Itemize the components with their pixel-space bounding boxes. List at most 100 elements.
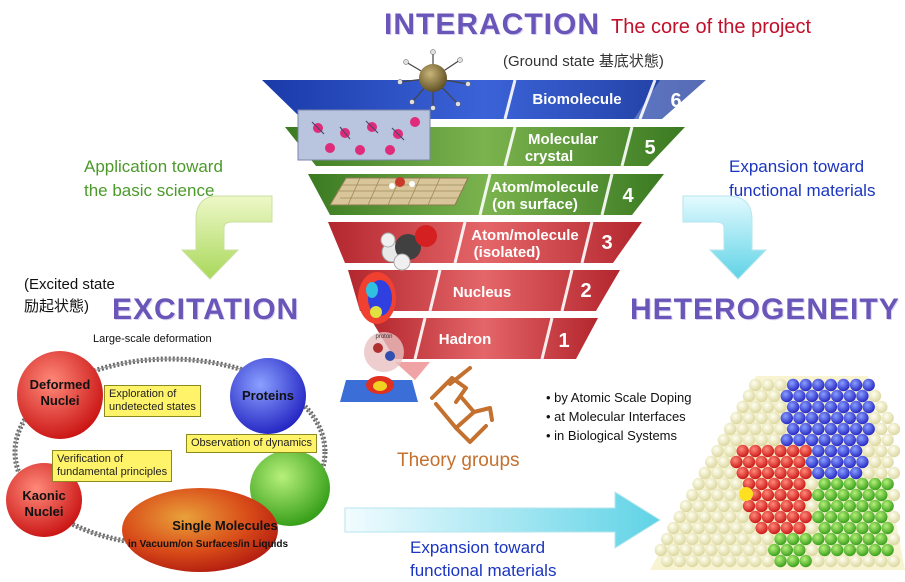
lattice-atom — [849, 422, 863, 436]
lattice-atom — [856, 477, 869, 491]
lattice-atom — [831, 433, 844, 447]
lattice-atom — [761, 422, 775, 436]
lattice-atom — [786, 422, 800, 436]
lattice-atom — [868, 499, 882, 513]
level-6-band — [262, 80, 706, 119]
lattice-atom — [780, 543, 793, 557]
surface-lattice-image — [329, 177, 469, 206]
lattice-atom — [881, 411, 894, 425]
lattice-atom — [793, 389, 806, 403]
lattice-atom — [698, 466, 712, 480]
lattice-atom — [856, 499, 869, 513]
lattice-atom — [881, 521, 894, 535]
lattice-atom — [667, 521, 680, 535]
theory-groups-label: Theory groups — [397, 450, 520, 471]
lattice-atom — [805, 477, 819, 491]
proteins-label: Proteins — [242, 388, 294, 403]
expansion-note-bottom: Expansion toward functional materials — [410, 536, 556, 582]
lattice-atom — [730, 433, 743, 447]
lattice-atom — [774, 488, 787, 502]
lattice-atom — [717, 521, 730, 535]
lattice-atom — [786, 466, 800, 480]
lattice-atom — [768, 543, 781, 557]
lattice-atom — [881, 477, 894, 491]
level-2-number: 2 — [580, 280, 591, 302]
lattice-atom — [837, 400, 850, 414]
lattice-atom — [862, 422, 875, 436]
nucleus-image — [358, 272, 396, 324]
lattice-atom — [679, 499, 693, 513]
lattice-atom — [862, 378, 875, 392]
exploration-line-1: Exploration of — [109, 388, 177, 400]
lattice-atom — [730, 455, 743, 469]
heterogeneity-bullets: • by Atomic Scale Doping • at Molecular … — [546, 388, 691, 445]
lattice-atom — [856, 543, 869, 557]
lattice-atom — [755, 521, 768, 535]
lattice-atom — [799, 554, 812, 568]
lattice-atom — [742, 543, 756, 557]
lattice-atom — [679, 521, 693, 535]
lattice-atom — [824, 554, 838, 568]
lattice-atom — [717, 499, 730, 513]
lattice-atom — [774, 422, 787, 436]
lattice-atom — [761, 488, 775, 502]
kaonic-line-2: Nuclei — [24, 504, 63, 519]
excited-state-line-1: (Excited state — [24, 276, 115, 293]
lattice-atom — [705, 499, 718, 513]
lattice-atom — [824, 466, 838, 480]
lattice-atom — [875, 444, 888, 458]
level-3-label-line-2: (isolated) — [474, 244, 541, 261]
lattice-atom — [837, 488, 850, 502]
lattice-atom — [799, 444, 812, 458]
lattice-atom — [837, 444, 850, 458]
lattice-atom — [755, 477, 768, 491]
level-4-number: 4 — [622, 185, 634, 207]
lattice-atom — [881, 433, 894, 447]
lattice-atom — [812, 510, 825, 524]
lattice-atom — [723, 466, 737, 480]
lattice-atom — [824, 422, 838, 436]
expansion-right-line-2: functional materials — [729, 181, 876, 200]
expansion-arrow-right — [682, 195, 768, 280]
lattice-atom — [730, 411, 743, 425]
level-2-label: Nucleus — [453, 284, 511, 301]
lattice-atom — [698, 554, 712, 568]
lattice-atom — [692, 499, 705, 513]
lattice-atom — [761, 400, 775, 414]
excited-state-label: (Excited state 励起状態) — [24, 274, 115, 318]
isolated-molecule-image — [380, 225, 437, 271]
lattice-atom — [780, 455, 793, 469]
lattice-atom — [786, 444, 800, 458]
lattice-atom — [856, 433, 869, 447]
lattice-atom — [862, 488, 875, 502]
heterogeneity-title: HETEROGENEITY — [630, 293, 900, 326]
deformed-nuclei-ellipse — [17, 351, 103, 439]
level-3-label-line-1: Atom/molecule — [471, 227, 579, 244]
lattice-atom — [761, 378, 775, 392]
lattice-atom — [673, 510, 686, 524]
lattice-atom — [742, 455, 756, 469]
lattice-atom — [812, 400, 825, 414]
lattice-atom — [736, 532, 749, 546]
application-note: Application toward the basic science — [84, 155, 223, 203]
lattice-atom — [755, 389, 768, 403]
expansion-bottom-line-1: Expansion toward — [410, 538, 546, 557]
excited-state-line-2: 励起状態) — [24, 298, 89, 315]
lattice-atom — [818, 411, 831, 425]
lattice-atom — [831, 521, 844, 535]
lattice-atom — [698, 510, 712, 524]
lattice-atom — [749, 466, 762, 480]
lattice-atom — [711, 510, 724, 524]
lattice-atom — [831, 455, 844, 469]
lattice-atom — [673, 554, 686, 568]
lattice-atom — [812, 378, 825, 392]
lattice-atom — [843, 433, 856, 447]
lattice-atom — [774, 532, 787, 546]
exploration-box: Exploration of undetected states — [104, 385, 201, 417]
lattice-atom — [768, 389, 781, 403]
deformed-line-2: Nuclei — [40, 393, 79, 408]
lattice-atom — [849, 510, 863, 524]
lattice-atom — [837, 510, 850, 524]
core-note: The core of the project — [611, 16, 812, 38]
lattice-atom — [887, 532, 901, 546]
